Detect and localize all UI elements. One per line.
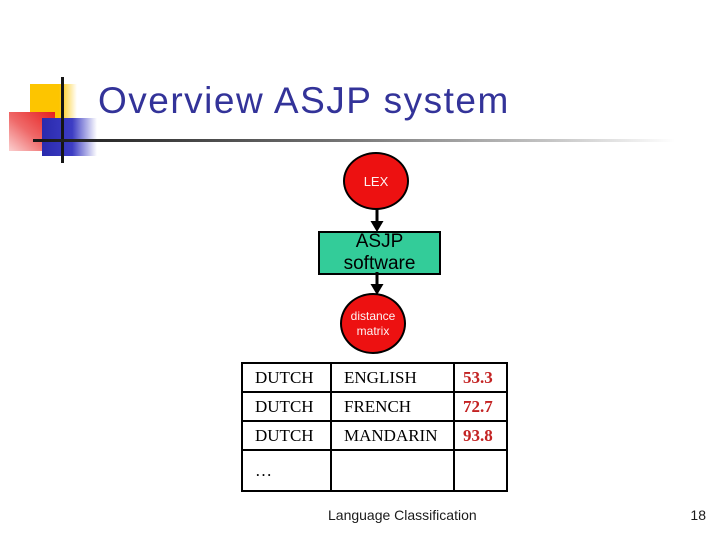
table-row: DUTCH ENGLISH 53.3	[241, 362, 508, 393]
flow-node-asjp-software-label: ASJP software	[343, 231, 416, 274]
table-cell	[330, 449, 455, 492]
flow-node-distance-matrix: distance matrix	[340, 293, 406, 354]
table-cell: FRENCH	[330, 391, 455, 422]
table-cell-distance: 53.3	[453, 362, 508, 393]
slide-title: Overview ASJP system	[98, 80, 510, 121]
flow-node-lex-label: LEX	[363, 173, 389, 189]
footer-title: Language Classification	[328, 507, 477, 523]
table-cell-distance: 93.8	[453, 420, 508, 451]
table-cell: DUTCH	[241, 391, 332, 422]
table-cell: ENGLISH	[330, 362, 455, 393]
flow-node-lex: LEX	[343, 152, 409, 210]
flow-node-distance-matrix-label: distance matrix	[350, 309, 396, 338]
deco-vertical-line	[61, 77, 64, 163]
down-arrow-icon	[370, 209, 384, 232]
down-arrow-icon	[370, 272, 384, 295]
table-cell-distance: 72.7	[453, 391, 508, 422]
table-cell-distance	[453, 449, 508, 492]
table-row: DUTCH FRENCH 72.7	[241, 391, 508, 422]
table-row: …	[241, 449, 508, 492]
title-underline-rule	[33, 139, 675, 142]
page-number: 18	[690, 507, 706, 523]
table-cell: MANDARIN	[330, 420, 455, 451]
deco-square-blue	[42, 118, 97, 156]
distance-table: DUTCH ENGLISH 53.3 DUTCH FRENCH 72.7 DUT…	[241, 362, 508, 492]
table-row: DUTCH MANDARIN 93.8	[241, 420, 508, 451]
table-cell: …	[241, 449, 332, 492]
flow-node-asjp-software: ASJP software	[318, 231, 441, 275]
table-cell: DUTCH	[241, 362, 332, 393]
table-cell: DUTCH	[241, 420, 332, 451]
